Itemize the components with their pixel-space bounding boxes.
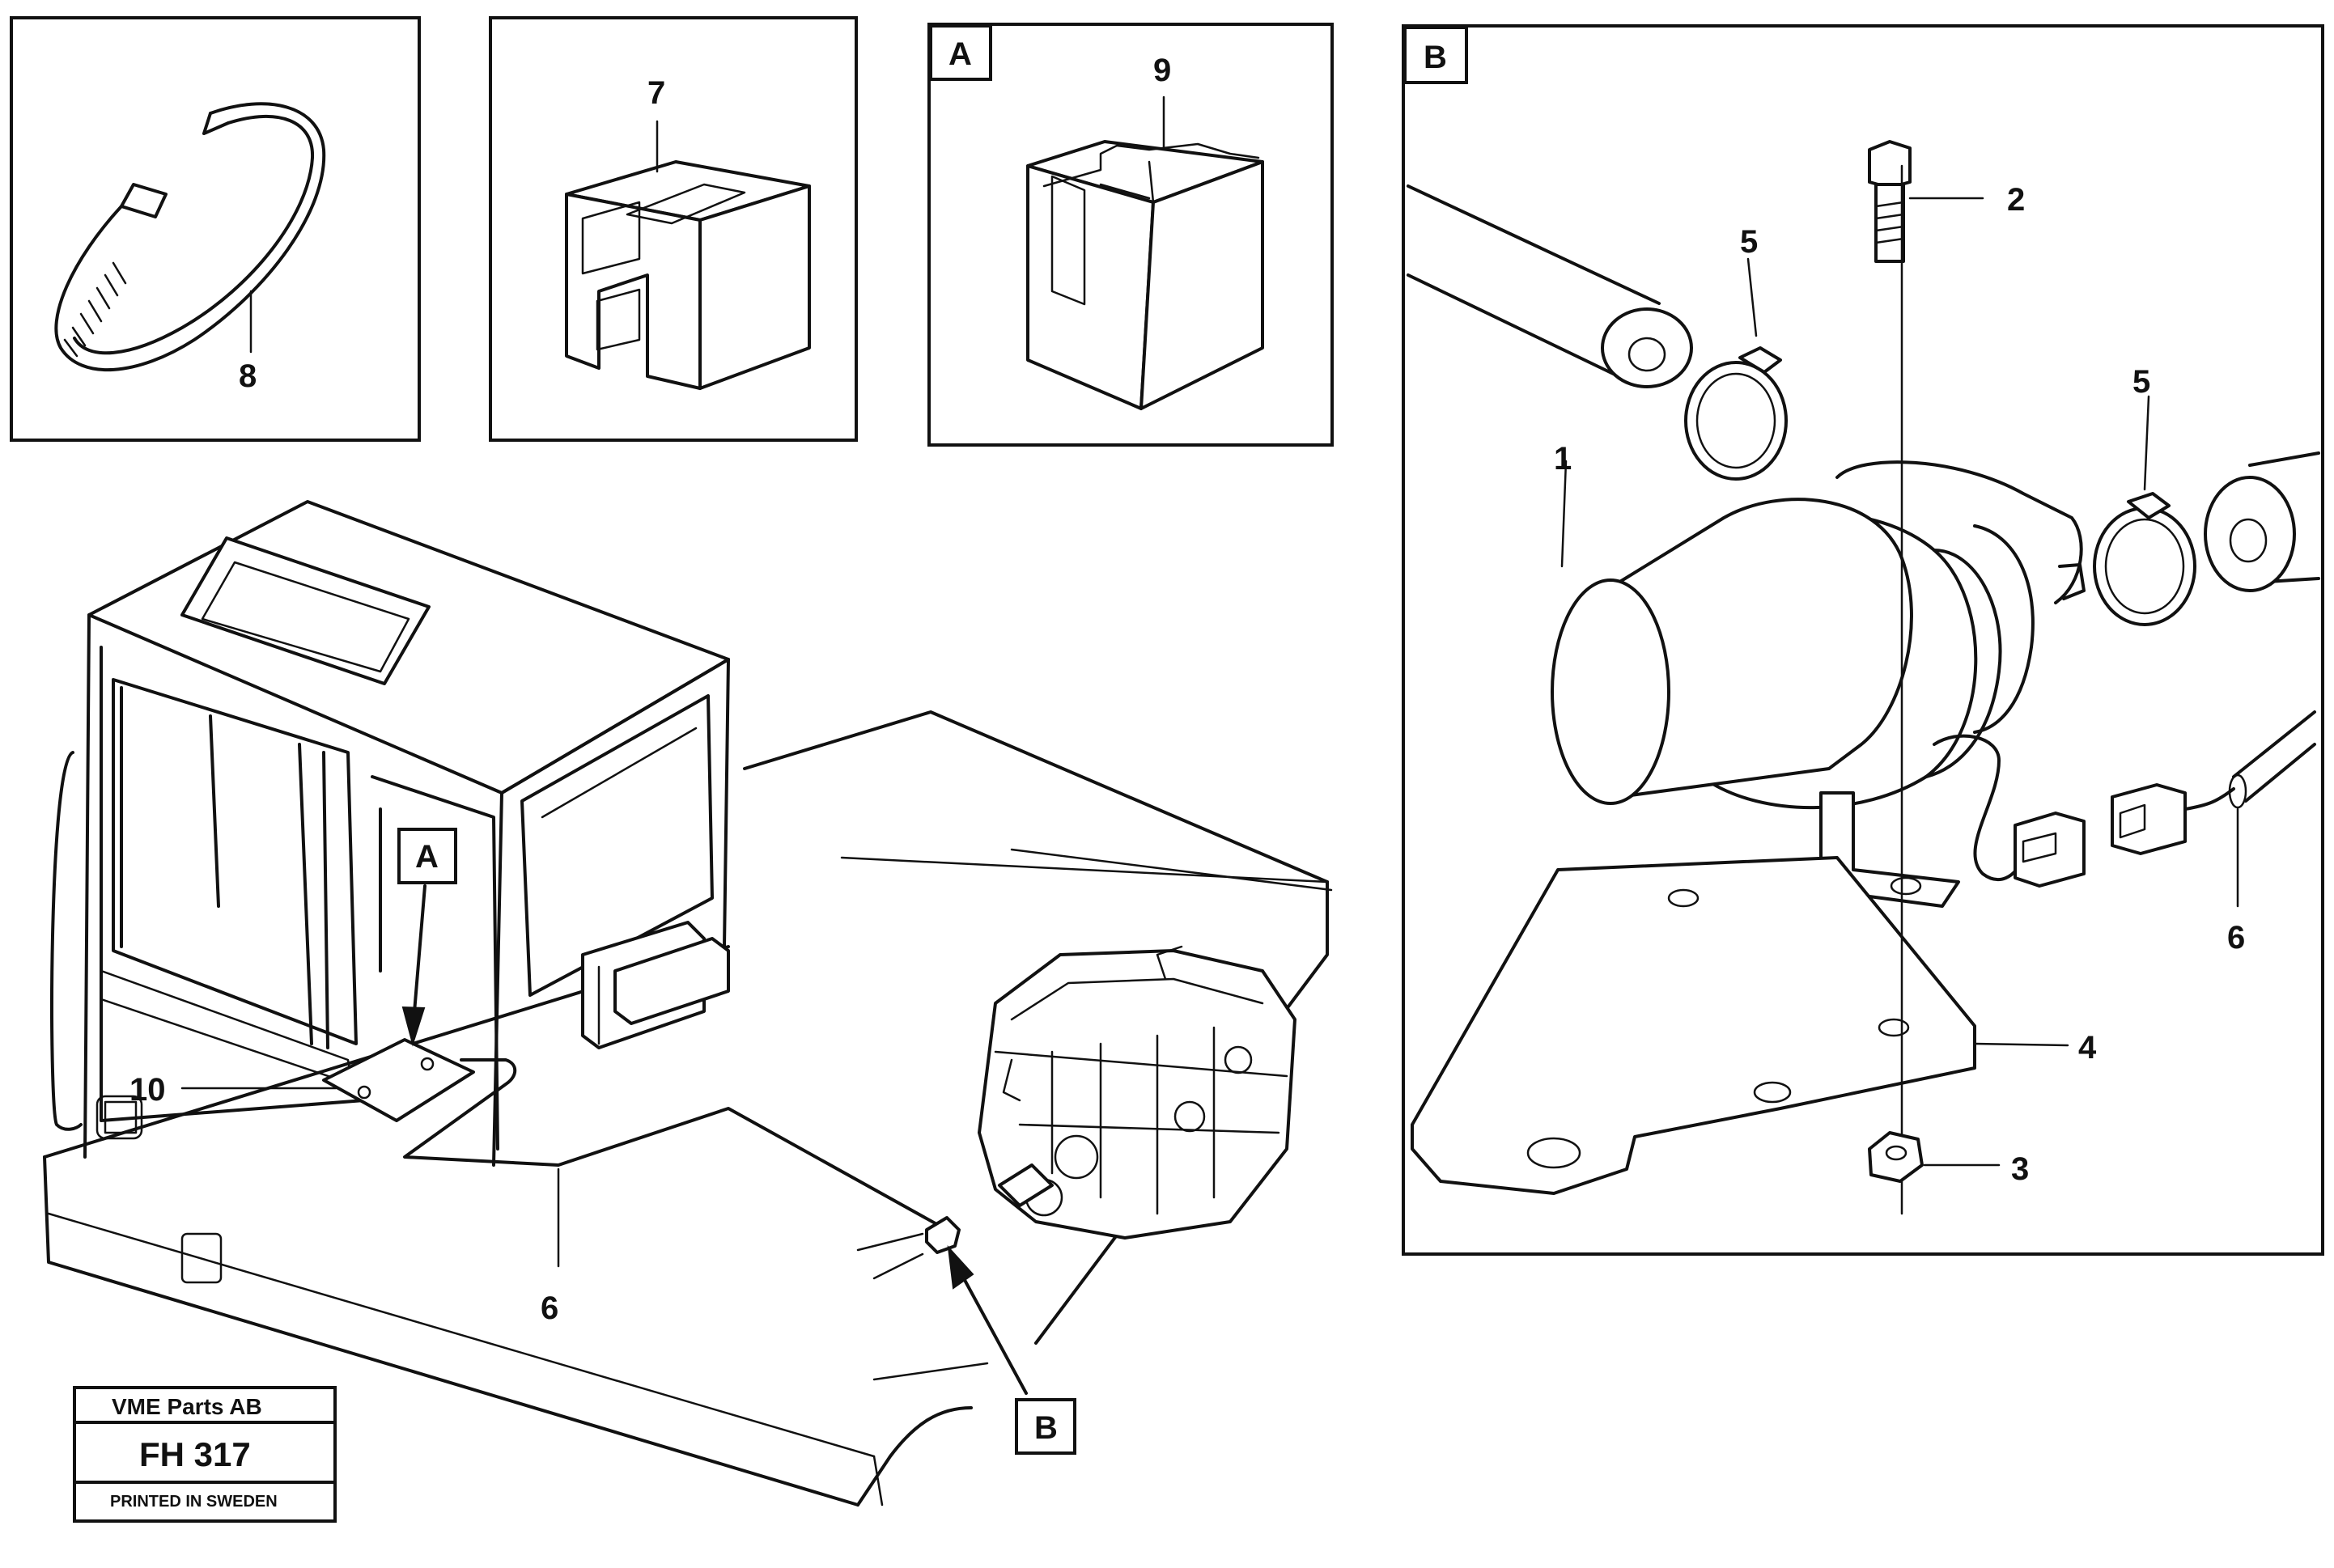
cable-connectors (1933, 710, 2316, 888)
stamp-company: VME Parts AB (112, 1394, 262, 1419)
detail-b-callout-4: 4 (2078, 1030, 2097, 1066)
main-view: A B 10 6 (43, 500, 1333, 1507)
nut (1868, 1131, 1924, 1183)
hose-clamp-left (1684, 346, 1788, 481)
detail-b-leaders (1560, 197, 2239, 1167)
detail-b-callout-6: 6 (2227, 920, 2245, 956)
stamp-printed: PRINTED IN SWEDEN (110, 1493, 278, 1511)
main-tag-b: B (947, 1245, 1076, 1455)
base-plate (1411, 856, 1976, 1195)
main-tag-a-box (397, 828, 457, 884)
arrow-b-shaft (953, 1261, 1028, 1395)
stamp-code: FH 317 (139, 1435, 251, 1473)
connector-housing-drawing (565, 120, 811, 390)
detail-b-callout-5-right: 5 (2132, 364, 2150, 400)
relay-mount-plate (322, 1038, 475, 1122)
detail-a-tag-box (929, 24, 992, 81)
relay-drawing (1026, 95, 1264, 410)
detail-b-callout-5-left: 5 (1740, 224, 1758, 260)
detail-b-callout-3: 3 (2011, 1151, 2029, 1187)
arrow-a-head (401, 1006, 426, 1047)
wire-harness (403, 1058, 948, 1231)
callout-9: 9 (1153, 53, 1171, 88)
detail-b-callout-1: 1 (1554, 441, 1572, 477)
callout-7: 7 (647, 75, 665, 111)
detail-b-tag: B (1424, 40, 1447, 75)
callout-6: 6 (541, 1290, 558, 1326)
callout-10: 10 (129, 1072, 166, 1108)
main-tag-b-box (1015, 1398, 1076, 1455)
main-tag-a: A (397, 828, 457, 1047)
panel-detail-b: B (1402, 24, 2324, 1256)
detail-b-callout-2: 2 (2007, 182, 2025, 218)
machine-frame (43, 710, 1333, 1507)
hose-right (2204, 451, 2320, 592)
stamp-frame (73, 1386, 337, 1523)
panel-connector-housing: 7 (489, 16, 858, 442)
buzzer-location (856, 1216, 961, 1280)
cable-tie-drawing (54, 102, 326, 372)
operator-cab (50, 500, 730, 1167)
main-tag-b-label: B (1034, 1410, 1058, 1446)
callout-8: 8 (239, 358, 257, 394)
title-stamp: VME Parts AB FH 317 PRINTED IN SWEDEN (73, 1386, 337, 1523)
main-tag-a-label: A (415, 839, 439, 875)
detail-a-tag: A (948, 36, 972, 72)
hose-left (1407, 184, 1693, 388)
panel-detail-a: A 9 (927, 23, 1334, 447)
cab-control-box (581, 921, 730, 1049)
detail-b-tag-box (1403, 26, 1468, 84)
arrow-b-head (947, 1245, 974, 1290)
bolt (1868, 140, 1912, 1215)
hose-clamp-right (2093, 492, 2196, 626)
panel-cable-tie-frame (10, 16, 421, 442)
engine (978, 945, 1296, 1240)
panel-cable-tie: 8 (10, 16, 421, 442)
